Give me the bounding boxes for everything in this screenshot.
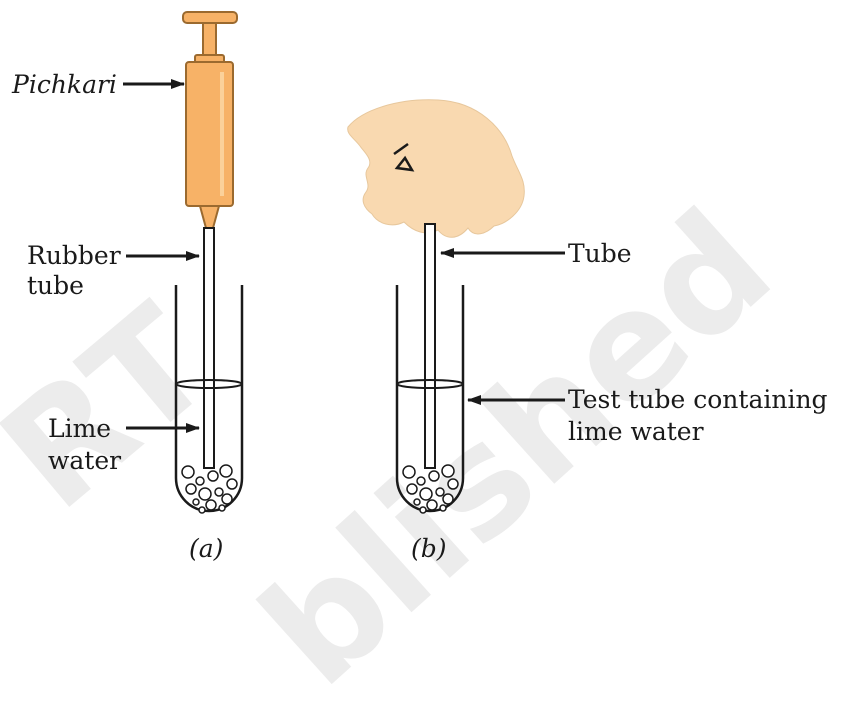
bubbles-a (181, 464, 238, 514)
person-head (347, 99, 525, 238)
test-tube-b (395, 285, 465, 513)
experiment-diagram (123, 11, 565, 514)
eyebrow (393, 142, 409, 156)
caption-a: (a) (189, 534, 224, 563)
test-tube-a (174, 285, 244, 513)
syringe-handle-top (182, 11, 238, 24)
eye (394, 155, 415, 172)
rubber-tube (203, 227, 215, 469)
tube-label: Tube (568, 239, 632, 268)
bubbles-b (402, 464, 459, 514)
blow-tube (424, 223, 436, 469)
test-tube-label-line2: lime water (568, 417, 704, 446)
syringe-barrel (185, 61, 234, 207)
caption-b: (b) (411, 534, 447, 563)
pichkari-label: Pichkari (12, 70, 117, 99)
lime-water-label-line1: Lime (48, 414, 112, 443)
lime-water-surface-a (175, 379, 243, 389)
rubber-tube-label-line1: Rubber (27, 241, 121, 270)
syringe-nozzle (198, 205, 221, 229)
rubber-tube-label-line2: tube (27, 271, 84, 300)
lime-water-surface-b (396, 379, 464, 389)
pichkari-syringe (182, 11, 238, 229)
lime-water-label-line2: water (48, 446, 122, 475)
test-tube-label-line1: Test tube containing (568, 385, 828, 414)
